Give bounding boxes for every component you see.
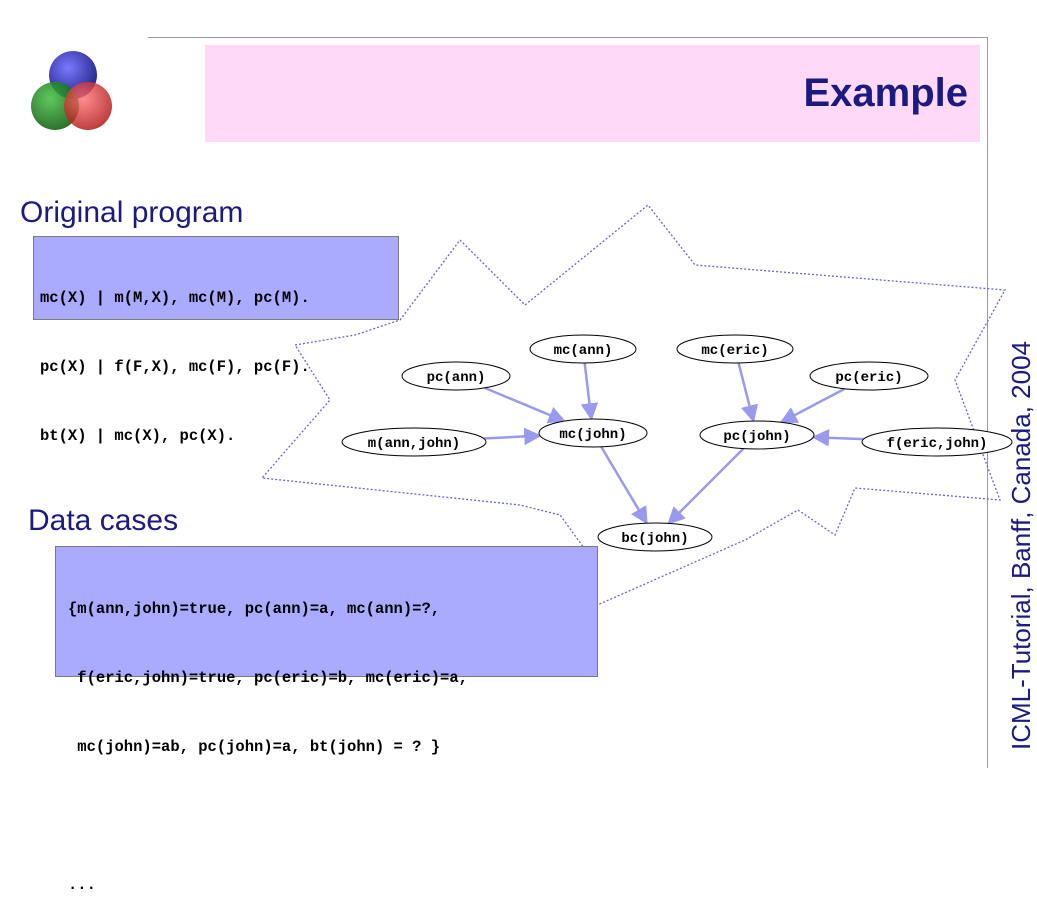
node-ellipse xyxy=(538,418,648,448)
edge-pc_john-to-bc_john xyxy=(667,447,745,525)
program-line: mc(X) | m(M,X), mc(M), pc(M). xyxy=(40,289,310,307)
data-line: f(eric,john)=true, pc(eric)=b, mc(eric)=… xyxy=(68,669,468,687)
node-f-eric-john: f(eric,john) xyxy=(861,427,1013,457)
title-band: Example xyxy=(205,45,980,142)
edge-f_eric_john-to-pc_john xyxy=(811,429,864,447)
node-label: m(ann,john) xyxy=(368,436,460,452)
node-mc-eric: mc(eric) xyxy=(676,334,794,364)
edge-mc_john-to-bc_john xyxy=(600,446,648,525)
original-program-heading: Original program xyxy=(20,196,244,229)
data-cases-heading: Data cases xyxy=(28,504,179,537)
program-line: bt(X) | mc(X), pc(X). xyxy=(40,427,236,445)
dependency-diagram: mc(ann) mc(eric) pc(ann) pc(eric) m(ann,john… xyxy=(260,204,1013,607)
node-mc-ann: mc(ann) xyxy=(529,334,637,364)
node-mc-john: mc(john) xyxy=(538,418,648,448)
node-label: pc(ann) xyxy=(427,370,486,386)
right-divider xyxy=(987,37,988,768)
node-bc-john: bc(john) xyxy=(597,522,713,552)
edge-mc_ann-to-mc_john xyxy=(580,362,599,421)
data-line xyxy=(68,805,597,828)
burst-outline xyxy=(260,204,1007,607)
edge-pc_ann-to-mc_john xyxy=(484,386,567,424)
node-ellipse xyxy=(699,420,815,450)
node-ellipse xyxy=(529,334,637,364)
logo-icon xyxy=(31,51,112,130)
node-pc-john: pc(john) xyxy=(699,420,815,450)
node-label: pc(eric) xyxy=(835,370,902,386)
node-label: f(eric,john) xyxy=(887,436,988,452)
top-divider xyxy=(148,37,988,38)
edge-mc_eric-to-pc_john xyxy=(737,362,758,423)
node-m-ann-john: m(ann,john) xyxy=(341,427,487,457)
page-title: Example xyxy=(803,71,968,115)
program-line: pc(X) | f(F,X), mc(F), pc(F). xyxy=(40,358,310,376)
node-ellipse xyxy=(861,427,1013,457)
data-line: ... xyxy=(68,876,96,894)
node-pc-eric: pc(eric) xyxy=(809,361,929,391)
edge-m_ann_john-to-mc_john xyxy=(483,427,542,446)
node-ellipse xyxy=(597,522,713,552)
edge-pc_eric-to-pc_john xyxy=(779,387,846,424)
data-cases-box: {m(ann,john)=true, pc(ann)=a, mc(ann)=?,… xyxy=(55,546,598,894)
node-ellipse xyxy=(341,427,487,457)
node-pc-ann: pc(ann) xyxy=(401,361,511,391)
node-label: bc(john) xyxy=(621,531,688,547)
program-box: mc(X) | m(M,X), mc(M), pc(M). pc(X) | f(… xyxy=(33,236,399,445)
node-label: mc(eric) xyxy=(701,343,768,359)
node-ellipse xyxy=(809,361,929,391)
node-label: mc(john) xyxy=(559,427,626,443)
node-ellipse xyxy=(676,334,794,364)
data-line: {m(ann,john)=true, pc(ann)=a, mc(ann)=?, xyxy=(68,600,441,618)
node-ellipse xyxy=(401,361,511,391)
data-line: mc(john)=ab, pc(john)=a, bt(john) = ? } xyxy=(68,738,441,756)
node-label: pc(john) xyxy=(723,429,790,445)
node-label: mc(ann) xyxy=(554,343,613,359)
